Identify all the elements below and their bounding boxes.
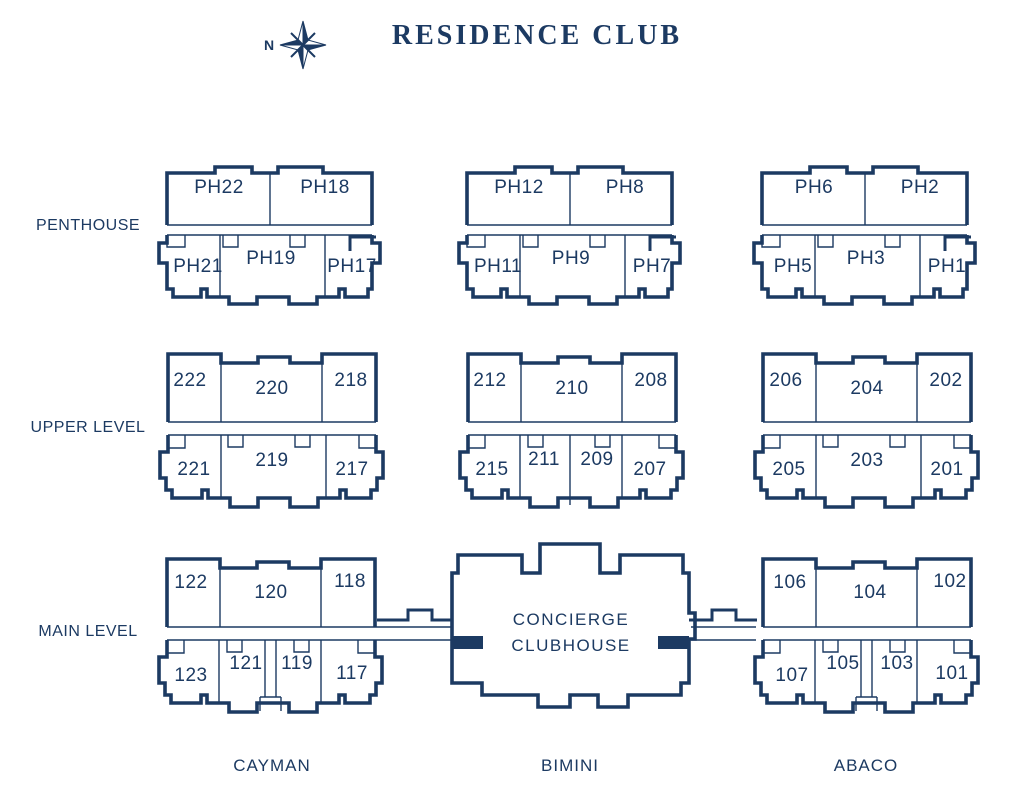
compass-rose-icon <box>279 20 327 70</box>
unit-107: 107 <box>775 665 809 686</box>
unit-102: 102 <box>933 571 967 592</box>
connector-cayman-clubhouse <box>375 608 452 641</box>
unit-ph19: PH19 <box>246 248 296 269</box>
building-abaco-penthouse <box>752 165 977 306</box>
clubhouse-label-line2: CLUBHOUSE <box>511 636 631 655</box>
unit-203: 203 <box>850 450 884 471</box>
unit-218: 218 <box>334 370 368 391</box>
unit-ph12: PH12 <box>494 177 544 198</box>
unit-ph8: PH8 <box>605 177 645 198</box>
unit-118: 118 <box>334 571 366 592</box>
unit-106: 106 <box>773 572 807 593</box>
unit-101: 101 <box>935 663 969 684</box>
building-clubhouse <box>450 542 697 709</box>
unit-220: 220 <box>255 378 289 399</box>
unit-ph5: PH5 <box>773 256 813 277</box>
unit-209: 209 <box>580 449 614 470</box>
unit-ph18: PH18 <box>300 177 350 198</box>
unit-205: 205 <box>772 459 806 480</box>
unit-104: 104 <box>853 582 887 603</box>
building-label-abaco: ABACO <box>833 756 899 775</box>
building-label-cayman: CAYMAN <box>233 756 311 775</box>
unit-117: 117 <box>336 663 368 684</box>
building-bimini-penthouse <box>457 165 682 306</box>
connector-clubhouse-abaco <box>689 608 757 641</box>
page-title: RESIDENCE CLUB <box>391 20 683 51</box>
unit-222: 222 <box>173 370 207 391</box>
unit-211: 211 <box>528 449 560 470</box>
unit-120: 120 <box>254 582 288 603</box>
unit-221: 221 <box>177 459 211 480</box>
building-label-bimini: BIMINI <box>541 756 599 775</box>
unit-122: 122 <box>174 572 208 593</box>
unit-ph11: PH11 <box>473 256 523 277</box>
unit-ph6: PH6 <box>794 177 834 198</box>
unit-ph21: PH21 <box>173 256 223 277</box>
unit-201: 201 <box>930 459 964 480</box>
unit-ph7: PH7 <box>632 256 672 277</box>
unit-206: 206 <box>769 370 803 391</box>
level-label-upper: UPPER LEVEL <box>30 419 146 436</box>
unit-215: 215 <box>475 459 509 480</box>
unit-121: 121 <box>229 653 263 674</box>
unit-ph22: PH22 <box>194 177 244 198</box>
unit-119: 119 <box>281 653 313 674</box>
level-label-penthouse: PENTHOUSE <box>35 217 141 234</box>
unit-212: 212 <box>473 370 507 391</box>
unit-202: 202 <box>929 370 963 391</box>
unit-204: 204 <box>850 378 884 399</box>
unit-123: 123 <box>174 665 208 686</box>
level-label-main: MAIN LEVEL <box>38 623 138 640</box>
unit-219: 219 <box>255 450 289 471</box>
unit-105: 105 <box>826 653 860 674</box>
unit-ph2: PH2 <box>900 177 940 198</box>
unit-217: 217 <box>335 459 369 480</box>
unit-ph1: PH1 <box>927 256 967 277</box>
unit-ph17: PH17 <box>327 256 377 277</box>
unit-210: 210 <box>555 378 589 399</box>
unit-ph3: PH3 <box>846 248 886 269</box>
clubhouse-label-line1: CONCIERGE <box>512 610 630 629</box>
unit-103: 103 <box>880 653 914 674</box>
unit-207: 207 <box>633 459 667 480</box>
unit-ph9: PH9 <box>551 248 591 269</box>
compass-north-label: N <box>263 37 275 53</box>
clubhouse-label: CONCIERGE CLUBHOUSE <box>511 607 630 659</box>
unit-208: 208 <box>634 370 668 391</box>
